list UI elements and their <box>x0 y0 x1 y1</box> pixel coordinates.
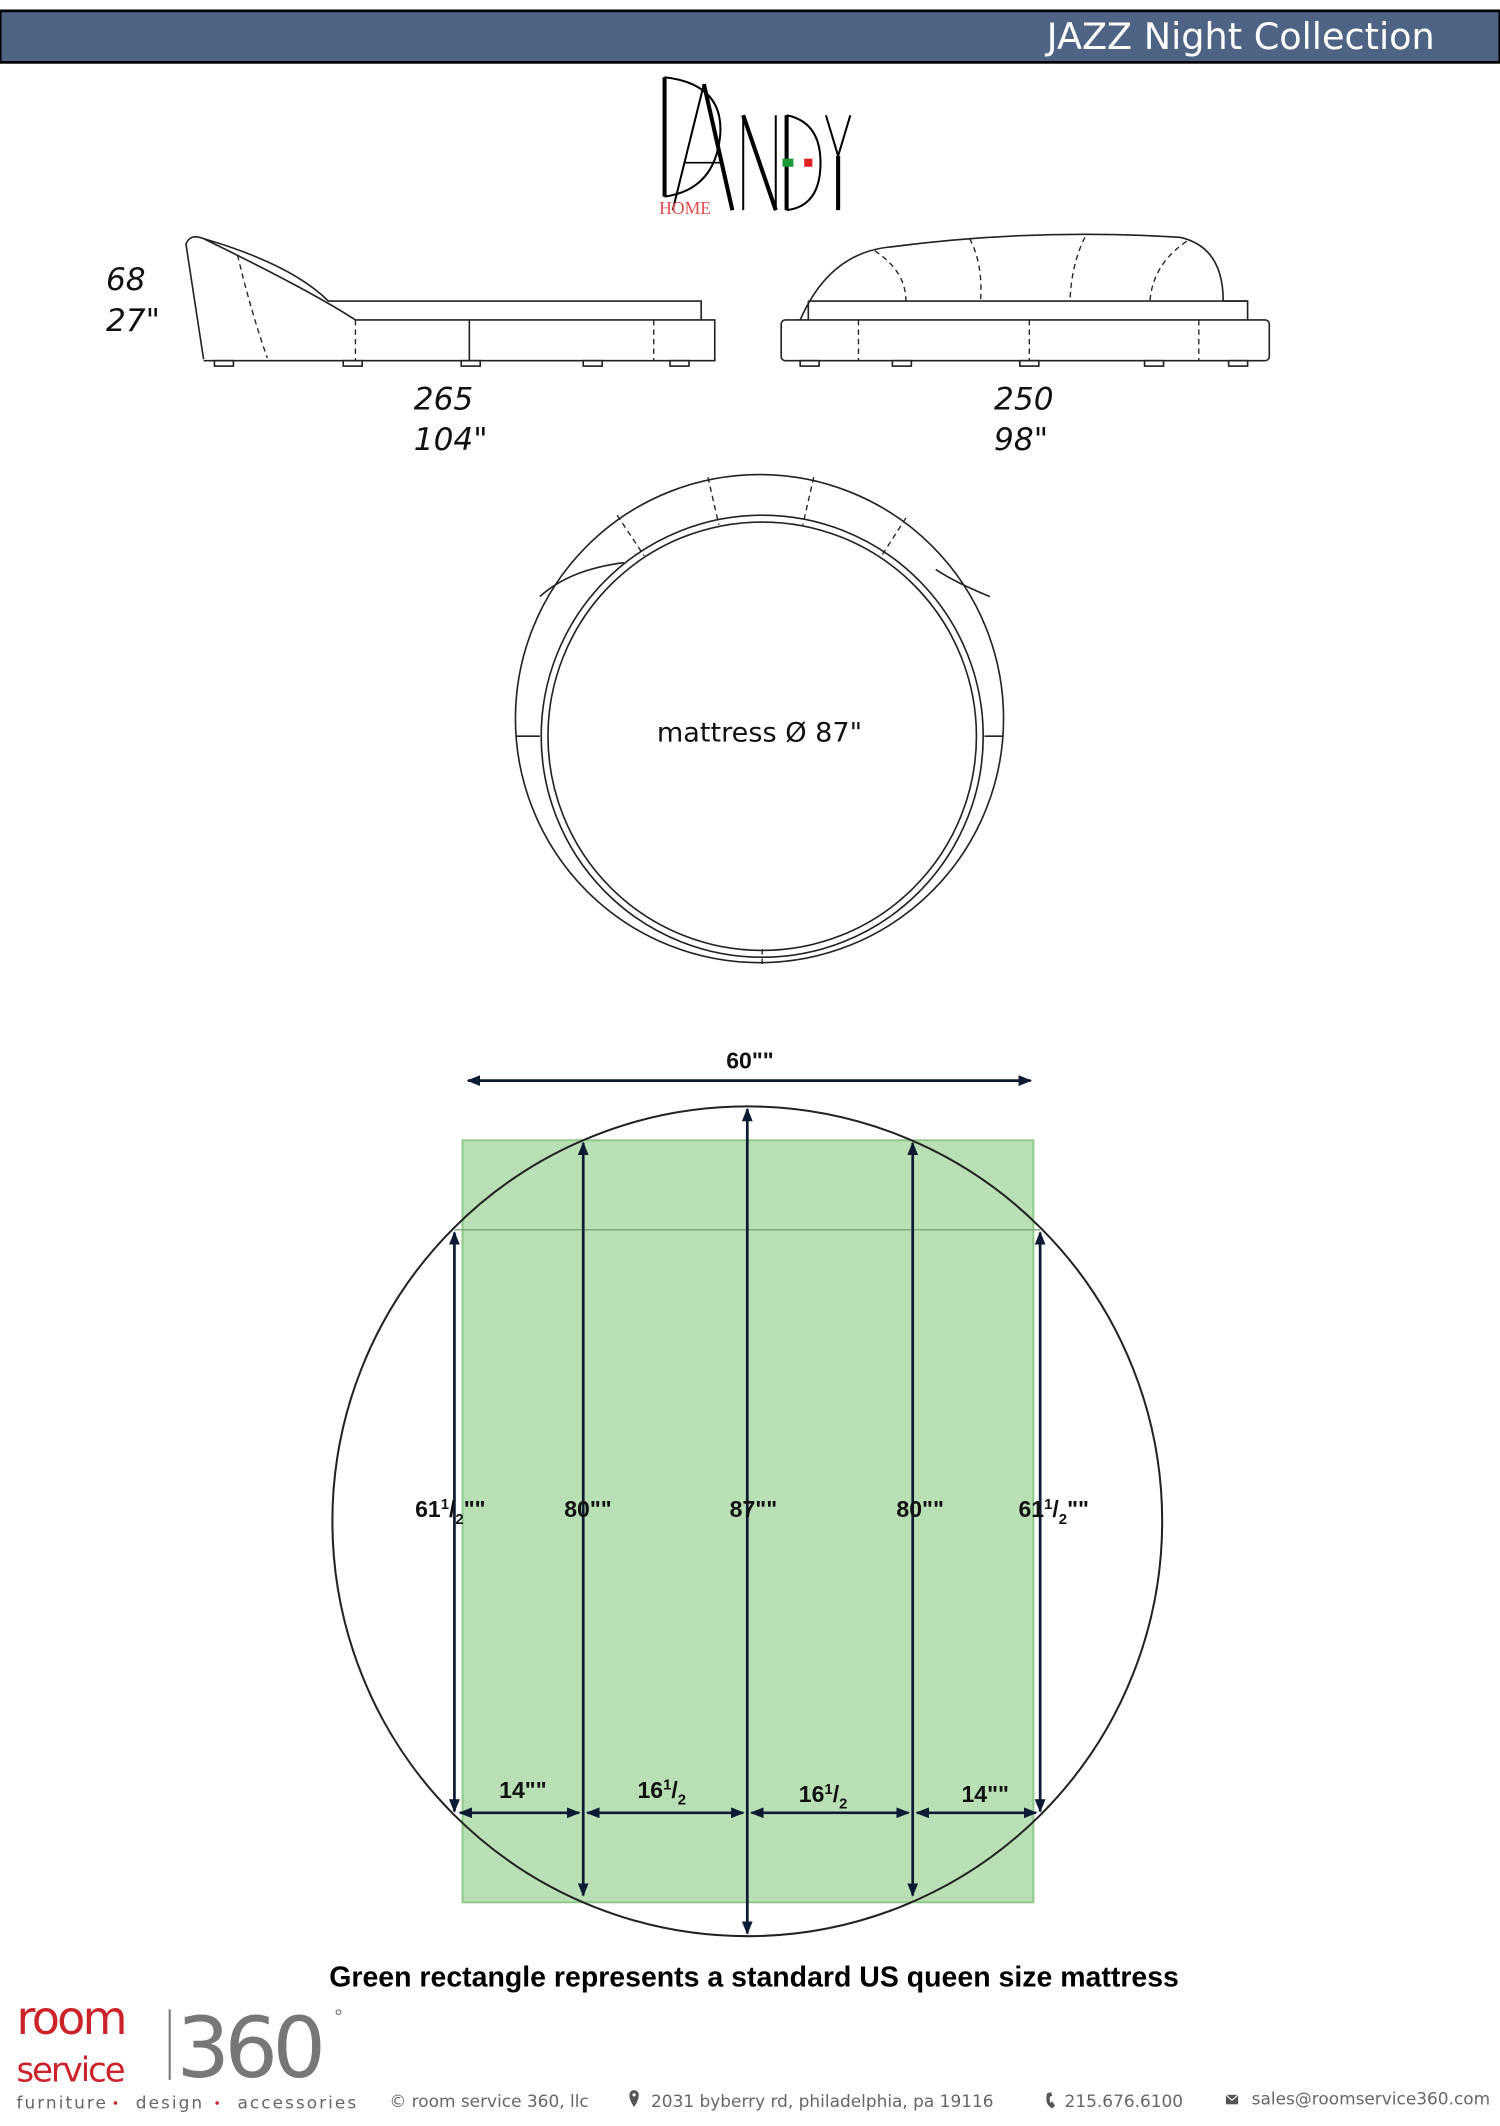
width-label-3: 161/2 <box>799 1781 848 1813</box>
width-label-2: 161/2 <box>637 1777 686 1809</box>
svg-text:room: room <box>16 1991 124 2045</box>
queen-mattress-diagram <box>331 1075 1164 1938</box>
room-service-360-logo: room service 360 ° <box>16 1991 343 2097</box>
front-view-drawing <box>780 233 1271 367</box>
side-view-drawing <box>185 236 716 367</box>
svg-text:furniture: furniture <box>16 2092 108 2112</box>
footer-tagline: furniture design accessories <box>16 2092 358 2112</box>
svg-text:service: service <box>16 2050 124 2089</box>
header-bar: JAZZ Night Collection <box>0 9 1500 64</box>
footer-copyright: © room service 360, llc <box>389 2091 588 2111</box>
footer-email[interactable]: sales@roomservice360.com <box>1252 2088 1490 2108</box>
location-pin-icon <box>629 2090 639 2108</box>
svg-text:360: 360 <box>176 1999 320 2097</box>
height-label-center: 87"" <box>730 1496 777 1522</box>
width-in-label: 98" <box>994 422 1048 458</box>
email-icon <box>1225 2094 1239 2105</box>
height-label-left-inner: 80"" <box>564 1496 611 1522</box>
phone-icon <box>1046 2092 1056 2109</box>
mattress-diameter-label: mattress Ø 87" <box>657 718 862 749</box>
svg-text:accessories: accessories <box>237 2092 358 2112</box>
diagram-caption: Green rectangle represents a standard US… <box>329 1961 1179 1993</box>
top-view-drawing <box>514 473 1005 966</box>
height-label-right-outer: 611/2"" <box>1018 1496 1088 1528</box>
collection-title: JAZZ Night Collection <box>1045 15 1435 58</box>
height-in-label: 27" <box>106 303 160 339</box>
logo-home-text: HOME <box>659 198 711 218</box>
height-cm-label: 68 <box>106 262 146 298</box>
width-label-4: 14"" <box>962 1781 1009 1807</box>
height-label-right-inner: 80"" <box>896 1496 943 1522</box>
length-in-label: 104" <box>414 422 488 458</box>
width-cm-label: 250 <box>994 381 1054 417</box>
bed-outline-circle <box>331 1105 1164 1938</box>
svg-text:design: design <box>136 2092 204 2112</box>
svg-text:°: ° <box>334 2006 343 2028</box>
footer-phone[interactable]: 215.676.6100 <box>1065 2091 1184 2111</box>
length-cm-label: 265 <box>414 381 474 417</box>
top-width-label: 60"" <box>726 1047 773 1073</box>
height-label-left-outer: 611/2"" <box>415 1496 485 1528</box>
footer-address: 2031 byberry rd, philadelphia, pa 19116 <box>651 2091 994 2111</box>
width-label-1: 14"" <box>499 1777 546 1803</box>
dandy-home-logo: HOME <box>659 76 852 218</box>
